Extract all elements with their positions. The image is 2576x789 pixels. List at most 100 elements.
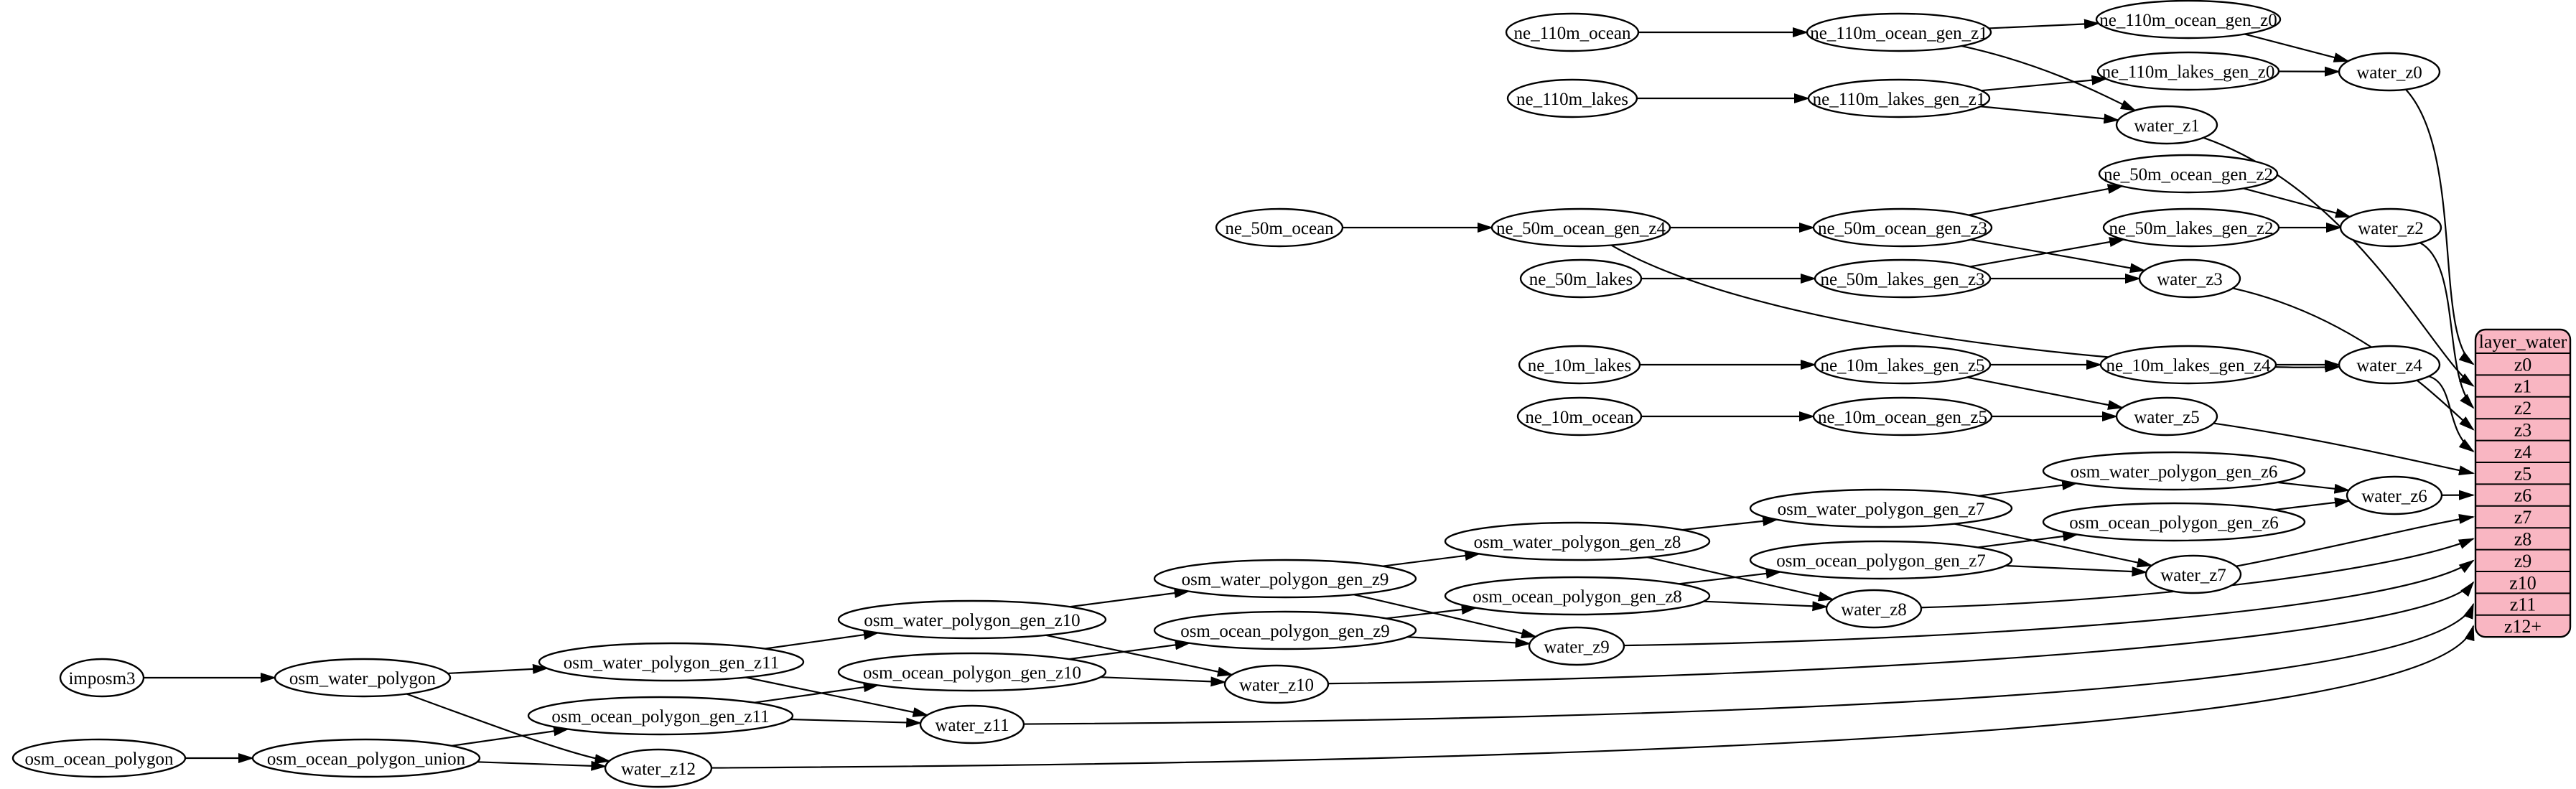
edge-osm_ocean_polygon_gen_z7-to-osm_ocean_polygon_gen_z6 bbox=[1977, 531, 2079, 548]
node-osm_water_polygon_gen_z10: osm_water_polygon_gen_z10 bbox=[837, 599, 1107, 640]
edge-osm_ocean_polygon_gen_z7-to-water_z7 bbox=[2005, 564, 2148, 577]
node-ne_50m_lakes_gen_z2: ne_50m_lakes_gen_z2 bbox=[2102, 207, 2280, 248]
table-row-z1: z1 bbox=[2514, 376, 2532, 397]
node-ellipse bbox=[1444, 576, 1711, 616]
edge-ne_10m_lakes_gen_z5-to-water_z5 bbox=[1966, 376, 2124, 410]
node-ellipse bbox=[1806, 12, 1992, 52]
table-row-z2: z2 bbox=[2514, 398, 2532, 419]
node-label: osm_ocean_polygon_gen_z8 bbox=[1473, 587, 1682, 607]
node-ellipse bbox=[2338, 345, 2441, 385]
node-ellipse bbox=[837, 652, 1107, 692]
table-row-z3: z3 bbox=[2514, 420, 2532, 441]
table-frame bbox=[2474, 328, 2572, 638]
node-ne_10m_lakes_gen_z5: ne_10m_lakes_gen_z5 bbox=[1814, 345, 1992, 385]
edge-osm_water_polygon_gen_z10-to-water_z10 bbox=[1045, 634, 1233, 677]
node-ne_110m_ocean: ne_110m_ocean bbox=[1505, 12, 1640, 52]
edge-osm_ocean_polygon_union-to-osm_ocean_polygon_gen_z11 bbox=[451, 726, 570, 747]
node-osm_ocean_polygon_gen_z8: osm_ocean_polygon_gen_z8 bbox=[1444, 576, 1711, 616]
node-water_z0: water_z0 bbox=[2338, 52, 2441, 92]
node-ne_110m_ocean_gen_z0: ne_110m_ocean_gen_z0 bbox=[2095, 0, 2282, 39]
node-label: osm_water_polygon_gen_z8 bbox=[1474, 533, 1681, 552]
edge-ne_50m_ocean_gen_z2-to-water_z2 bbox=[2243, 187, 2352, 218]
node-label: ne_110m_ocean_gen_z1 bbox=[1810, 24, 1988, 43]
edge-ne_50m_lakes_gen_z3-to-ne_50m_lakes_gen_z2 bbox=[1969, 237, 2126, 268]
edge-osm_ocean_polygon_gen_z10-to-osm_ocean_polygon_gen_z9 bbox=[1068, 640, 1191, 660]
node-ellipse bbox=[1749, 540, 2013, 580]
edge-osm_water_polygon_gen_z9-to-water_z9 bbox=[1353, 594, 1538, 639]
node-ellipse bbox=[2346, 475, 2443, 515]
node-ellipse bbox=[59, 658, 145, 698]
layer-water-table: layer_waterz0z1z2z3z4z5z6z7z8z9z10z11z12… bbox=[2474, 328, 2572, 638]
node-ellipse bbox=[1153, 559, 1417, 599]
node-ellipse bbox=[1519, 258, 1643, 299]
node-label: water_z7 bbox=[2160, 566, 2226, 585]
node-ne_50m_ocean: ne_50m_ocean bbox=[1215, 207, 1344, 248]
node-ellipse bbox=[1814, 258, 1992, 299]
node-ellipse bbox=[2095, 0, 2282, 39]
node-label: water_z11 bbox=[935, 716, 1009, 735]
edge-water_z2-to-z2 bbox=[2419, 242, 2475, 409]
node-ellipse bbox=[1444, 521, 1711, 561]
node-ellipse bbox=[2042, 502, 2306, 542]
node-ellipse bbox=[251, 738, 481, 778]
edge-osm_ocean_polygon_gen_z6-to-water_z6 bbox=[2273, 498, 2351, 511]
node-ellipse bbox=[1749, 488, 2013, 528]
node-label: ne_50m_ocean_gen_z3 bbox=[1818, 219, 1987, 238]
node-osm_ocean_polygon_gen_z7: osm_ocean_polygon_gen_z7 bbox=[1749, 540, 2013, 580]
table-row-z10: z10 bbox=[2509, 572, 2537, 593]
node-label: imposm3 bbox=[68, 669, 135, 688]
node-ellipse bbox=[1223, 664, 1330, 704]
table-row-z5: z5 bbox=[2514, 463, 2532, 484]
node-label: water_z8 bbox=[1841, 600, 1907, 620]
node-ellipse bbox=[1812, 207, 1993, 248]
node-ellipse bbox=[1812, 396, 1993, 436]
edge-osm_ocean_polygon_gen_z8-to-water_z8 bbox=[1703, 600, 1829, 612]
node-ne_10m_lakes: ne_10m_lakes bbox=[1518, 345, 1641, 385]
node-label: water_z0 bbox=[2356, 63, 2422, 83]
node-osm_water_polygon_gen_z9: osm_water_polygon_gen_z9 bbox=[1153, 559, 1417, 599]
node-water_z6: water_z6 bbox=[2346, 475, 2443, 515]
node-ne_10m_lakes_gen_z4: ne_10m_lakes_gen_z4 bbox=[2099, 345, 2277, 385]
node-label: ne_50m_ocean_gen_z4 bbox=[1496, 219, 1666, 238]
node-water_z7: water_z7 bbox=[2145, 554, 2242, 594]
node-label: water_z6 bbox=[2361, 487, 2427, 506]
node-ne_50m_ocean_gen_z3: ne_50m_ocean_gen_z3 bbox=[1812, 207, 1993, 248]
node-imposm3: imposm3 bbox=[59, 658, 145, 698]
node-ellipse bbox=[604, 748, 713, 788]
edge-osm_ocean_polygon_gen_z8-to-osm_ocean_polygon_gen_z7 bbox=[1679, 568, 1782, 585]
node-water_z8: water_z8 bbox=[1825, 589, 1923, 629]
table-row-z11: z11 bbox=[2510, 594, 2537, 615]
table-title: layer_water bbox=[2479, 332, 2567, 353]
node-label: osm_water_polygon_gen_z7 bbox=[1778, 500, 1985, 519]
node-ellipse bbox=[2138, 258, 2241, 299]
edge-osm_water_polygon_gen_z8-to-osm_water_polygon_gen_z7 bbox=[1681, 515, 1779, 531]
node-osm_ocean_polygon_gen_z6: osm_ocean_polygon_gen_z6 bbox=[2042, 502, 2306, 542]
node-ellipse bbox=[2339, 207, 2442, 248]
node-ne_110m_ocean_gen_z1: ne_110m_ocean_gen_z1 bbox=[1806, 12, 1992, 52]
table-row-z9: z9 bbox=[2514, 551, 2532, 571]
node-water_z11: water_z11 bbox=[919, 704, 1025, 744]
node-label: ne_50m_lakes_gen_z3 bbox=[1820, 270, 1984, 289]
node-label: ne_10m_lakes bbox=[1528, 356, 1631, 375]
edge-ne_110m_ocean_gen_z0-to-water_z0 bbox=[2244, 33, 2350, 62]
node-label: osm_water_polygon_gen_z11 bbox=[564, 653, 779, 673]
node-label: osm_ocean_polygon_gen_z11 bbox=[551, 707, 769, 727]
node-osm_water_polygon_gen_z8: osm_water_polygon_gen_z8 bbox=[1444, 521, 1711, 561]
table-row-z8: z8 bbox=[2514, 529, 2532, 550]
node-label: osm_ocean_polygon bbox=[25, 750, 174, 769]
edge-osm_ocean_polygon_gen_z9-to-water_z9 bbox=[1407, 636, 1531, 648]
node-ellipse bbox=[2098, 154, 2279, 194]
node-label: osm_water_polygon_gen_z9 bbox=[1182, 570, 1389, 589]
node-ne_50m_ocean_gen_z4: ne_50m_ocean_gen_z4 bbox=[1490, 207, 1671, 248]
node-label: osm_water_polygon_gen_z10 bbox=[864, 611, 1080, 630]
node-ellipse bbox=[2102, 207, 2280, 248]
node-ellipse bbox=[2115, 105, 2218, 145]
edge-osm_water_polygon-to-osm_water_polygon_gen_z11 bbox=[447, 663, 549, 675]
node-ne_10m_ocean_gen_z5: ne_10m_ocean_gen_z5 bbox=[1812, 396, 1993, 436]
edge-ne_110m_lakes_gen_z1-to-water_z1 bbox=[1980, 106, 2120, 124]
edge-water_z7-to-z7 bbox=[2236, 513, 2475, 567]
edge-osm_water_polygon-to-water_z12 bbox=[406, 693, 611, 765]
node-water_z2: water_z2 bbox=[2339, 207, 2442, 248]
node-ne_50m_lakes_gen_z3: ne_50m_lakes_gen_z3 bbox=[1814, 258, 1992, 299]
